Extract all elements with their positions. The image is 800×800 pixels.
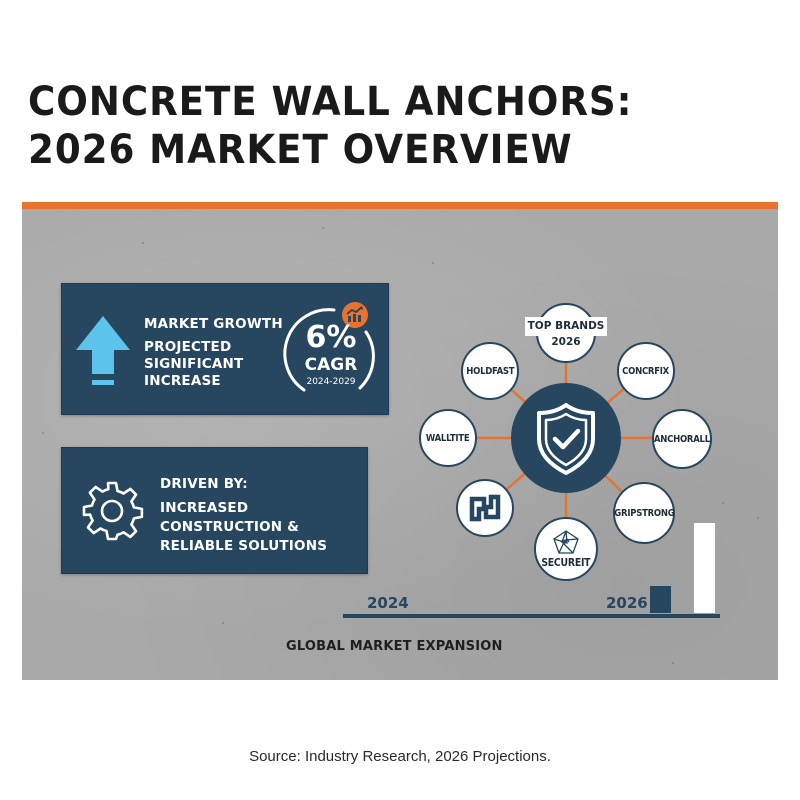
up-arrow-icon — [76, 316, 130, 385]
brand-node-gripstrong: GRIPSTRONG — [613, 482, 675, 544]
interlock-logo-icon — [469, 494, 501, 522]
source-footnote: Source: Industry Research, 2026 Projecti… — [249, 748, 551, 765]
cagr-ring — [283, 308, 375, 392]
drivers-card: DRIVEN BY: INCREASED CONSTRUCTION & RELI… — [61, 447, 368, 574]
brand-node-walltite: WALLTITE — [419, 409, 477, 467]
timeline-bar-2026 — [650, 586, 671, 613]
growth-description: PROJECTED SIGNIFICANT INCREASE — [144, 339, 243, 390]
texture-speck — [42, 432, 44, 434]
page-title: CONCRETE WALL ANCHORS: 2026 MARKET OVERV… — [28, 78, 716, 174]
brand-node-secureit: SECUREIT — [534, 517, 598, 581]
brand-label: GRIPSTRONG — [613, 507, 675, 519]
drivers-line: CONSTRUCTION & — [160, 519, 300, 535]
brand-label: HOLDFAST — [465, 365, 515, 377]
top-brands-title: TOP BRANDS — [525, 317, 607, 336]
growth-line: INCREASE — [144, 373, 221, 389]
texture-speck — [432, 262, 434, 264]
cagr-badge: 6% CAGR 2024-2029 — [282, 302, 380, 400]
growth-line: SIGNIFICANT — [144, 356, 244, 372]
timeline-bar-projection — [694, 523, 715, 613]
brand-label: CONCRFIX — [622, 365, 670, 377]
top-brands-year: 2026 — [551, 336, 581, 348]
title-line-2: 2026 MARKET OVERVIEW — [28, 127, 573, 173]
title-line-1: CONCRETE WALL ANCHORS: — [28, 79, 633, 125]
brand-label: ANCHORALL — [654, 433, 710, 445]
cagr-range: 2024-2029 — [306, 377, 356, 387]
drivers-line: RELIABLE SOLUTIONS — [160, 538, 328, 554]
market-growth-card: MARKET GROWTH PROJECTED SIGNIFICANT INCR… — [61, 283, 389, 415]
texture-speck — [757, 517, 759, 519]
brand-node-concrfix: CONCRFIX — [617, 342, 675, 400]
infographic-panel: MARKET GROWTH PROJECTED SIGNIFICANT INCR… — [22, 202, 778, 680]
cagr-value: 6% — [305, 320, 357, 355]
texture-speck — [322, 227, 324, 229]
timeline-caption: GLOBAL MARKET EXPANSION — [286, 639, 503, 654]
brand-node-logo — [456, 479, 514, 537]
timeline-axis — [343, 614, 720, 618]
timeline-end-year: 2026 — [606, 594, 648, 612]
texture-speck — [672, 662, 674, 664]
texture-speck — [222, 622, 224, 624]
drivers-line: INCREASED — [160, 500, 249, 516]
cagr-label: CAGR — [304, 355, 358, 375]
timeline-start-year: 2024 — [367, 594, 409, 612]
texture-speck — [722, 502, 724, 504]
gear-icon — [82, 481, 144, 541]
brands-hub — [511, 383, 621, 493]
growth-heading: MARKET GROWTH — [144, 316, 283, 332]
shield-check-icon — [537, 403, 595, 475]
drivers-description: INCREASED CONSTRUCTION & RELIABLE SOLUTI… — [160, 499, 327, 556]
brand-label: WALLTITE — [426, 432, 470, 444]
growth-line: PROJECTED — [144, 339, 232, 355]
drivers-heading: DRIVEN BY: — [160, 476, 248, 492]
star-emblem-icon — [553, 529, 579, 554]
texture-speck — [142, 242, 144, 244]
accent-rule — [22, 202, 778, 209]
brand-node-anchorall: ANCHORALL — [652, 409, 712, 469]
brand-label: SECUREIT — [541, 555, 591, 569]
bar-chart-trend-icon — [342, 302, 368, 328]
brand-node-holdfast: HOLDFAST — [461, 342, 519, 400]
